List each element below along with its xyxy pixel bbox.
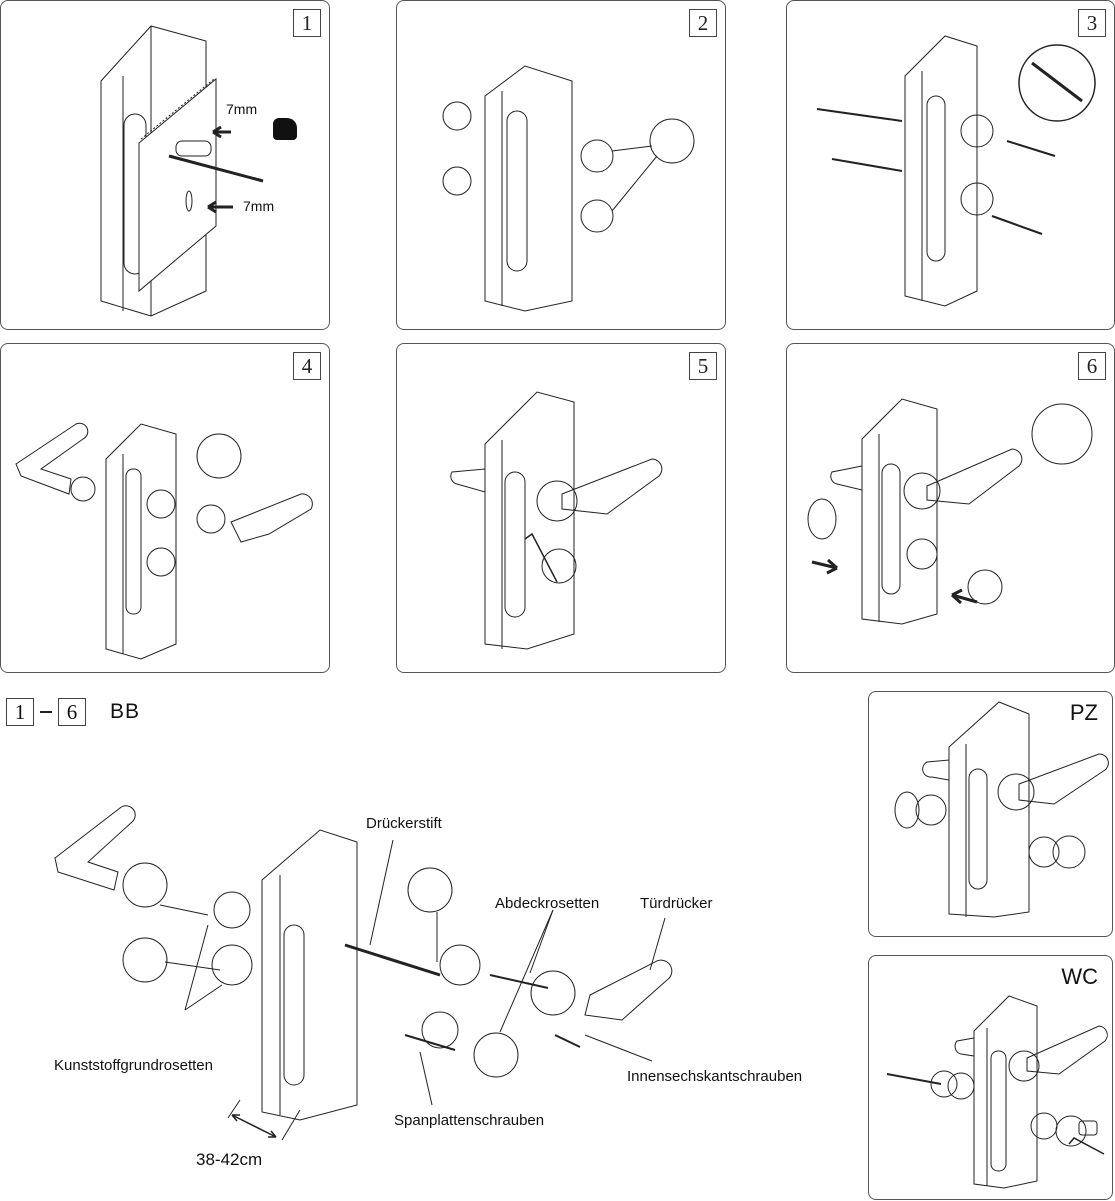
range-variant: BB xyxy=(110,700,141,723)
door-drilling-illustration xyxy=(1,1,331,331)
handle-pin-illustration xyxy=(1,344,331,674)
variant-label: WC xyxy=(1061,964,1098,989)
label-cover-rosettes: Abdeckrosetten xyxy=(495,895,600,912)
drill-depth-label: 7mm xyxy=(226,101,258,117)
handle-tightening-illustration xyxy=(397,344,727,674)
pz-variant-illustration xyxy=(869,692,1114,938)
label-hex-screws: Innensechskantschrauben xyxy=(627,1068,803,1085)
step-number: 2 xyxy=(689,9,717,37)
step-number: 5 xyxy=(689,352,717,380)
label-chipboard-screws: Spanplattenschrauben xyxy=(394,1112,545,1129)
cover-rosette-illustration xyxy=(787,344,1115,674)
variant-label: PZ xyxy=(1069,700,1098,725)
range-start: 1 xyxy=(6,698,34,726)
drill-icon xyxy=(273,118,297,140)
rosette-mounting-illustration xyxy=(397,1,727,331)
range-end: 6 xyxy=(58,698,86,726)
variant-panel-wc: WC xyxy=(868,955,1113,1200)
step-number: 3 xyxy=(1078,9,1106,37)
step-panel-3: 3 xyxy=(786,0,1115,330)
step-number: 4 xyxy=(293,352,321,380)
exploded-view-illustration xyxy=(0,700,860,1200)
step-number: 6 xyxy=(1078,352,1106,380)
screwdriver-icon xyxy=(1019,45,1095,121)
range-dash xyxy=(40,711,52,713)
label-plastic-base-rosettes: Kunststoffgrundrosetten xyxy=(54,1057,213,1074)
step-panel-1: 1 7mm 7mm xyxy=(0,0,330,330)
label-handle: Türdrücker xyxy=(640,895,713,912)
step-number: 1 xyxy=(293,9,321,37)
step-panel-2: 2 xyxy=(396,0,726,330)
step-panel-6: 6 xyxy=(786,343,1115,673)
screw-fixing-illustration xyxy=(787,1,1115,331)
steps-range-label: 1 6 BB xyxy=(6,698,140,726)
variant-panel-pz: PZ xyxy=(868,691,1113,937)
label-door-thickness: 38-42cm xyxy=(196,1150,263,1169)
step-panel-5: 5 xyxy=(396,343,726,673)
label-pin: Drückerstift xyxy=(366,815,442,832)
wc-variant-illustration xyxy=(869,956,1114,1201)
drill-depth-label: 7mm xyxy=(243,198,275,214)
step-panel-4: 4 xyxy=(0,343,330,673)
